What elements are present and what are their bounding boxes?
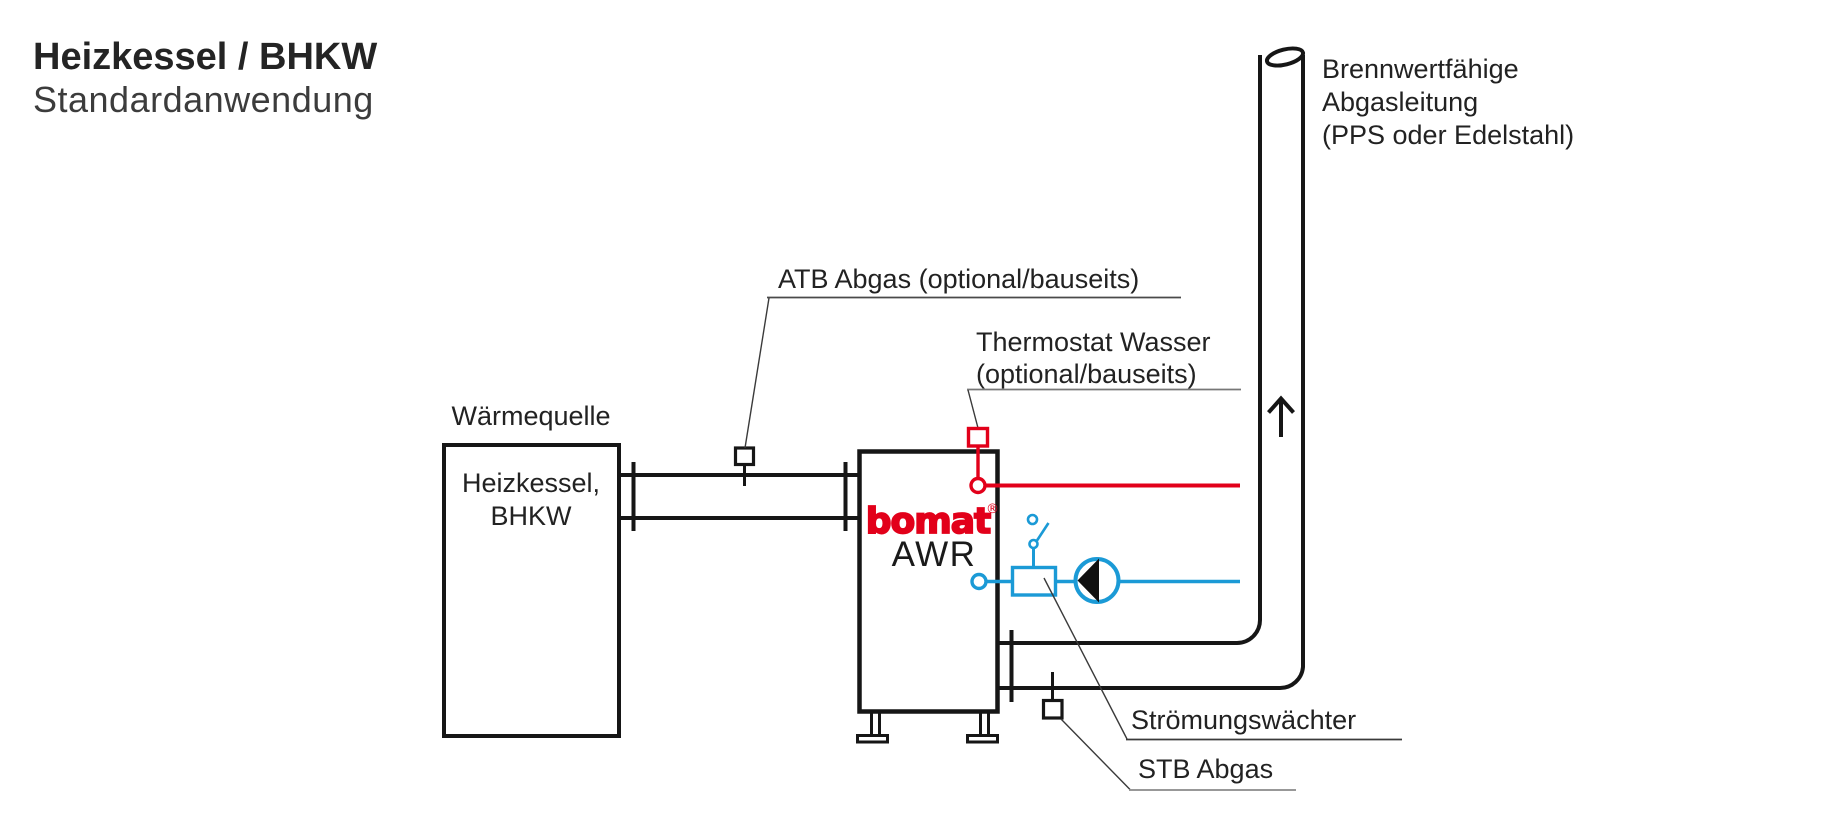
thermostat-label-line1: Thermostat Wasser — [976, 327, 1211, 357]
flue-annotation: Brennwertfähige Abgasleitung (PPS oder E… — [1322, 54, 1574, 150]
atb-sensor-icon — [733, 446, 756, 467]
stb-sensor-icon — [1041, 698, 1064, 720]
flue-pipe-opening — [1264, 46, 1306, 68]
thermostat-port — [969, 476, 987, 495]
flow-switch-leader-line — [1043, 577, 1128, 740]
heat-source-label: Wärmequelle — [451, 401, 610, 431]
awr-unit: bomat ® AWR — [856, 449, 1000, 744]
heat-source-name-line2: BHKW — [491, 501, 573, 531]
page-subtitle: Standardanwendung — [33, 79, 374, 120]
flue-pipe-outer-wall — [998, 55, 1305, 691]
switch-blade — [1035, 522, 1050, 542]
flow-arrow-up-icon — [1267, 395, 1295, 414]
atb-sensor — [733, 446, 756, 486]
stb-annotation: STB Abgas — [1060, 718, 1296, 791]
thermostat-water-circuit: Thermostat Wasser (optional/bauseits) — [966, 327, 1241, 495]
flue-pipe-inner-wall — [998, 55, 1262, 645]
cooling-water-circuit — [970, 513, 1240, 604]
water-port — [970, 572, 988, 591]
flow-switch-annotation: Strömungswächter — [1043, 577, 1402, 741]
heat-source-box — [442, 443, 621, 738]
exhaust-pipe — [998, 46, 1306, 702]
stb-sensor — [1041, 672, 1064, 720]
stb-label: STB Abgas — [1138, 754, 1273, 784]
flue-label-line3: (PPS oder Edelstahl) — [1322, 120, 1574, 150]
flow-switch-label: Strömungswächter — [1131, 705, 1356, 735]
flow-switch-body-icon — [1010, 565, 1058, 597]
awr-model-label: AWR — [892, 535, 977, 574]
thermostat-label-line2: (optional/bauseits) — [976, 359, 1197, 389]
title-block: Heizkessel / BHKW Standardanwendung — [33, 36, 377, 120]
atb-label: ATB Abgas (optional/bauseits) — [778, 264, 1139, 294]
page-title: Heizkessel / BHKW — [33, 36, 377, 78]
heat-source: Wärmequelle Heizkessel, BHKW — [442, 401, 621, 738]
switch-contact-lower — [1028, 538, 1039, 550]
heat-source-name-line1: Heizkessel, — [462, 468, 600, 498]
awr-foot-left-plate — [856, 734, 889, 744]
atb-annotation: ATB Abgas (optional/bauseits) — [744, 264, 1181, 449]
thermostat-icon — [966, 426, 990, 448]
switch-contact-upper — [1026, 513, 1039, 526]
registered-trademark-icon: ® — [986, 502, 999, 517]
stb-leader-line — [1060, 718, 1131, 790]
bomat-logo: bomat — [866, 501, 991, 542]
thermostat-leader-line — [967, 389, 979, 429]
flue-label-line2: Abgasleitung — [1322, 87, 1478, 117]
flue-label-line1: Brennwertfähige — [1322, 54, 1519, 84]
connecting-flue-duct — [619, 462, 859, 531]
awr-foot-right-plate — [966, 734, 999, 744]
pump-direction-triangle — [1077, 558, 1099, 603]
atb-leader-line — [744, 297, 770, 449]
